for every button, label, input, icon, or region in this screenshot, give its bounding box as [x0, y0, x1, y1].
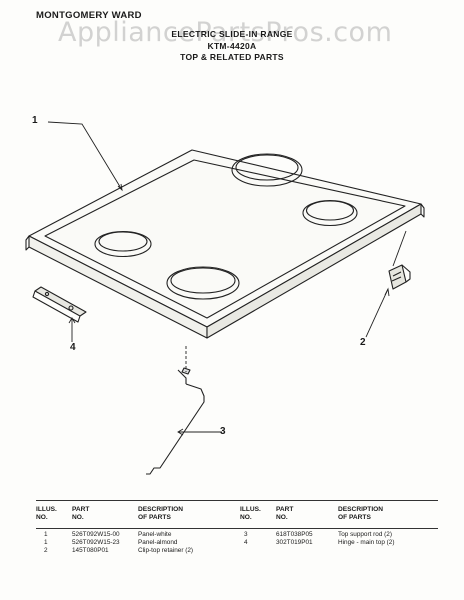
exploded-parts-diagram: [25, 121, 425, 475]
col-part-header-2: NO.: [72, 514, 84, 521]
parts-table-left: ILLUS. PART DESCRIPTION NO. NO. OF PARTS…: [36, 506, 236, 554]
part-description: Top support rod (2): [338, 531, 392, 538]
section-title: TOP & RELATED PARTS: [180, 52, 284, 62]
table-row: 4 302T019P01 Hinge - main top (2): [240, 539, 440, 547]
leader-lines: [47, 121, 407, 436]
col-illus-header: ILLUS.: [36, 506, 57, 513]
part-description: Hinge - main top (2): [338, 538, 395, 546]
col-part-header: PART: [276, 506, 294, 513]
part-description: Clip-top retainer (2): [138, 546, 194, 554]
table-row: 1 526T092W15-23 Panel-almond: [36, 539, 236, 547]
col-desc-header: DESCRIPTION: [138, 506, 184, 513]
illus-no: 1: [44, 531, 48, 538]
cooktop-panel: [25, 149, 425, 339]
illus-no: 4: [244, 538, 248, 546]
callout-2: 2: [360, 337, 366, 348]
part-no: 526T092W15-00: [72, 531, 120, 538]
col-illus-header-2: NO.: [240, 514, 252, 521]
hinge-left: [32, 286, 87, 323]
col-part-header-2: NO.: [276, 514, 288, 521]
clip-top-retainer: [388, 264, 411, 290]
col-desc-header-2: OF PARTS: [138, 514, 171, 521]
part-description: Panel-white: [138, 531, 172, 538]
illus-no: 3: [244, 531, 248, 538]
callout-1: 1: [32, 115, 38, 126]
table-top-rule: [36, 500, 438, 501]
col-illus-header-2: NO.: [36, 514, 48, 521]
model-number: KTM-4420A: [207, 41, 257, 51]
table-row: 1 526T092W15-00 Panel-white: [36, 531, 236, 539]
burner-opening-rear-left: [231, 153, 303, 187]
part-no: 526T092W15-23: [72, 538, 120, 546]
top-support-rod: [146, 367, 205, 475]
col-illus-header: ILLUS.: [240, 506, 261, 513]
part-description: Panel-almond: [138, 538, 178, 546]
col-part-header: PART: [72, 506, 90, 513]
part-no: 302T019P01: [276, 538, 313, 546]
table-header-rule: [36, 528, 438, 529]
part-no: 145T080P01: [72, 546, 109, 554]
product-title: ELECTRIC SLIDE-IN RANGE: [171, 29, 293, 39]
callout-4: 4: [70, 342, 76, 353]
illus-no: 2: [44, 546, 48, 554]
part-no: 618T038P05: [276, 531, 313, 538]
illus-no: 1: [44, 538, 48, 546]
brand-name: MONTGOMERY WARD: [36, 10, 142, 21]
table-header: ILLUS. PART DESCRIPTION NO. NO. OF PARTS: [36, 506, 236, 524]
table-row: 2 145T080P01 Clip-top retainer (2): [36, 547, 236, 555]
col-desc-header-2: OF PARTS: [338, 514, 371, 521]
parts-table-right: ILLUS. PART DESCRIPTION NO. NO. OF PARTS…: [240, 506, 440, 547]
burner-opening-front-right: [166, 266, 240, 300]
table-row: 3 618T038P05 Top support rod (2): [240, 531, 440, 539]
col-desc-header: DESCRIPTION: [338, 506, 384, 513]
table-header: ILLUS. PART DESCRIPTION NO. NO. OF PARTS: [240, 506, 440, 524]
callout-3: 3: [220, 426, 226, 437]
